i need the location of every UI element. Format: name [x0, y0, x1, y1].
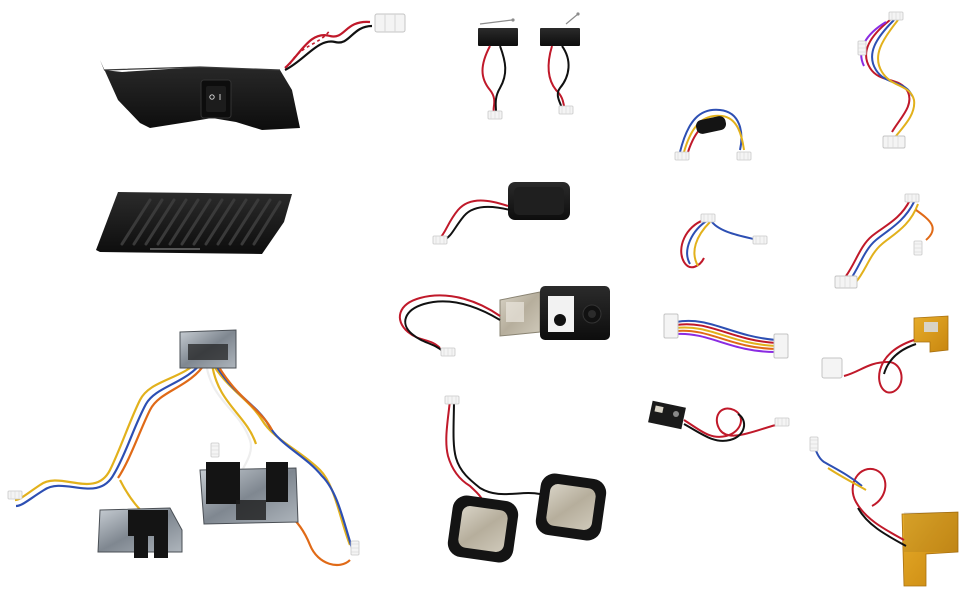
ir-sensor-board-icon	[648, 400, 790, 442]
rocker-switch-panel-icon	[100, 13, 406, 130]
pcb-sensor-small-icon	[821, 315, 949, 394]
speaker-icon	[432, 182, 570, 245]
ultrasonic-sensor-icon	[398, 286, 610, 357]
cable-short-a-icon	[680, 213, 768, 269]
cable-long-a-icon	[857, 11, 916, 149]
sensor-pads-icon	[444, 395, 607, 563]
cable-ferrite-icon	[674, 108, 752, 161]
pcb-sensor-large-icon	[809, 436, 959, 587]
micro-switch-left-icon	[478, 18, 518, 120]
cable-long-b-icon	[834, 193, 934, 289]
micro-switch-right-icon	[540, 12, 580, 115]
vent-grille-icon	[96, 192, 292, 254]
optical-sensor-harness-icon	[7, 329, 360, 567]
ribbon-cable-icon	[663, 313, 789, 359]
